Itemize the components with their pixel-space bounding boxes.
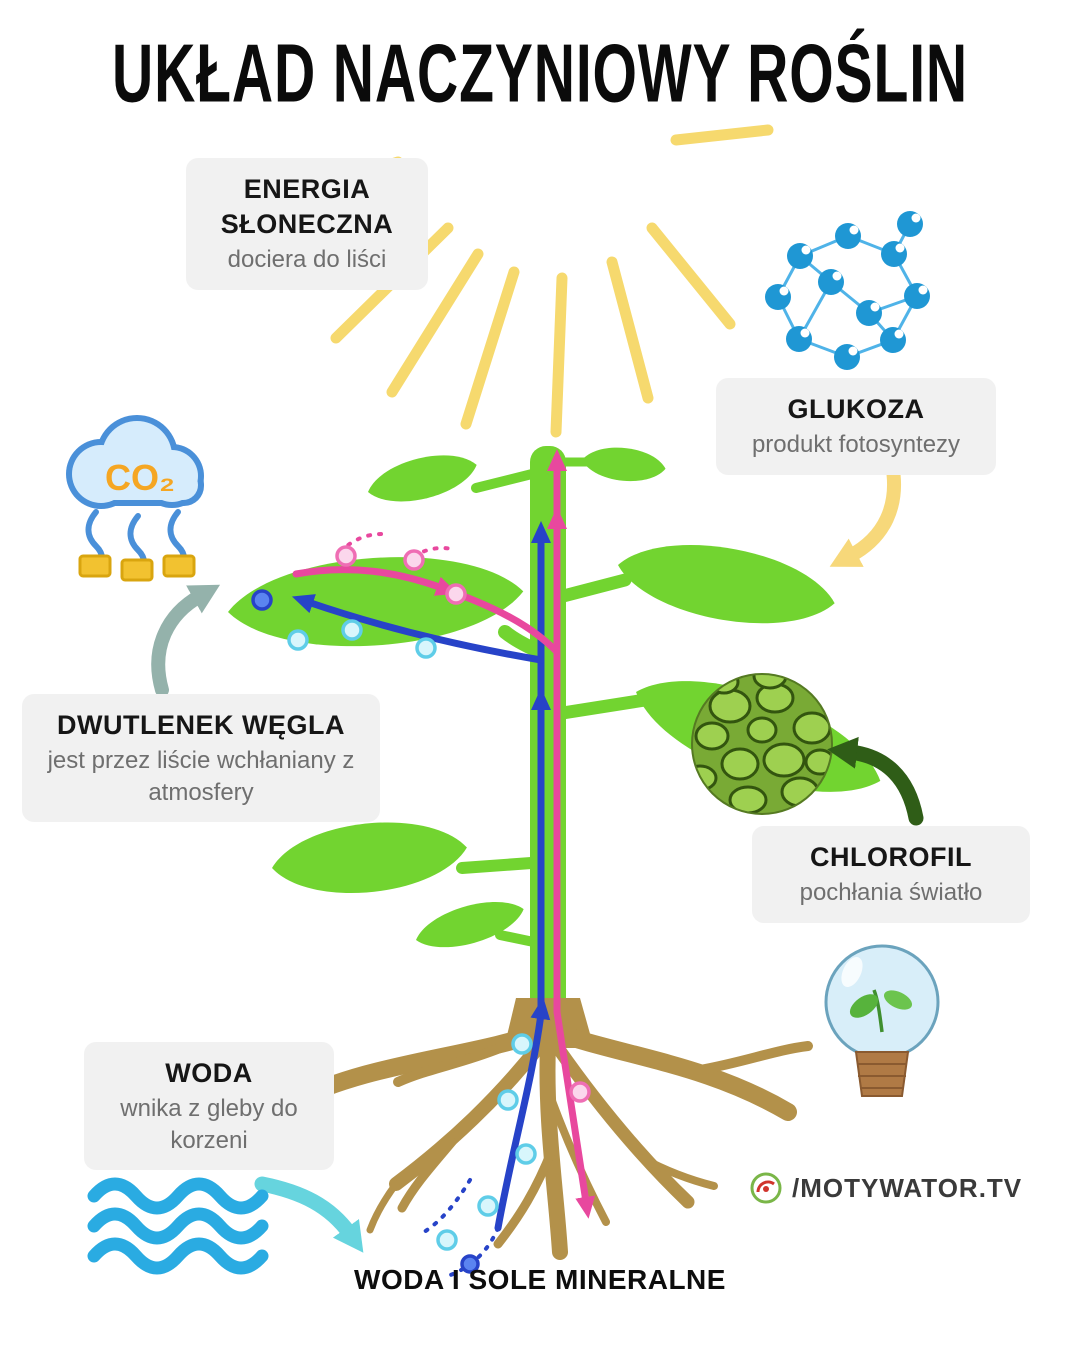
logo-text: /MOTYWATOR.TV (792, 1172, 1023, 1203)
phloem-flow-pink (292, 449, 596, 1219)
glukoza-body: produkt fotosyntezy (751, 431, 961, 459)
bottom-caption: WODA I SOLE MINERALNE (354, 1264, 726, 1295)
glukoza-heading: GLUKOZA (787, 394, 925, 424)
root-dots (436, 1033, 591, 1274)
stem (530, 446, 566, 1016)
dwutlenek-heading: DWUTLENEK WĘGLA (57, 710, 345, 740)
label-box-woda: WODA wnika z gleby do korzeni (84, 1042, 334, 1171)
chlorofil-heading: CHLOROFIL (810, 842, 972, 872)
woda-body: wnika z gleby do korzeni (120, 1095, 298, 1154)
label-box-energia-sloneczna: ENERGIA SŁONECZNA dociera do liści (186, 158, 428, 290)
label-box-dwutlenek-wegla: DWUTLENEK WĘGLA jest przez liście wchłan… (22, 694, 380, 823)
logo: /MOTYWATOR.TV (748, 1170, 1022, 1206)
green-curved-arrow (827, 736, 924, 826)
water-waves-icon (87, 1177, 269, 1275)
leaf-dots (251, 545, 467, 659)
energia-heading: ENERGIA SŁONECZNA (220, 174, 394, 240)
co2-text: CO₂ (105, 457, 175, 498)
label-box-chlorofil: CHLOROFIL pochłania światło (752, 826, 1030, 923)
energia-body: dociera do liści (227, 246, 387, 274)
page-title: UKŁAD NACZYNIOWY ROŚLIN (111, 27, 969, 120)
co2-cloud-icon: CO₂ (66, 415, 204, 582)
glucose-molecule-icon (765, 211, 930, 370)
dwutlenek-body: jest przez liście wchłaniany z atmosfery (47, 747, 355, 806)
lightbulb-plant-icon (824, 944, 940, 1097)
label-box-glukoza: GLUKOZA produkt fotosyntezy (716, 378, 996, 475)
woda-heading: WODA (165, 1058, 253, 1088)
cyan-curved-arrow (254, 1176, 364, 1253)
teal-curved-arrow (151, 584, 221, 697)
motywator-logo-icon (750, 1172, 782, 1204)
chlorofil-body: pochłania światło (799, 879, 983, 907)
yellow-curved-arrow (829, 457, 902, 567)
